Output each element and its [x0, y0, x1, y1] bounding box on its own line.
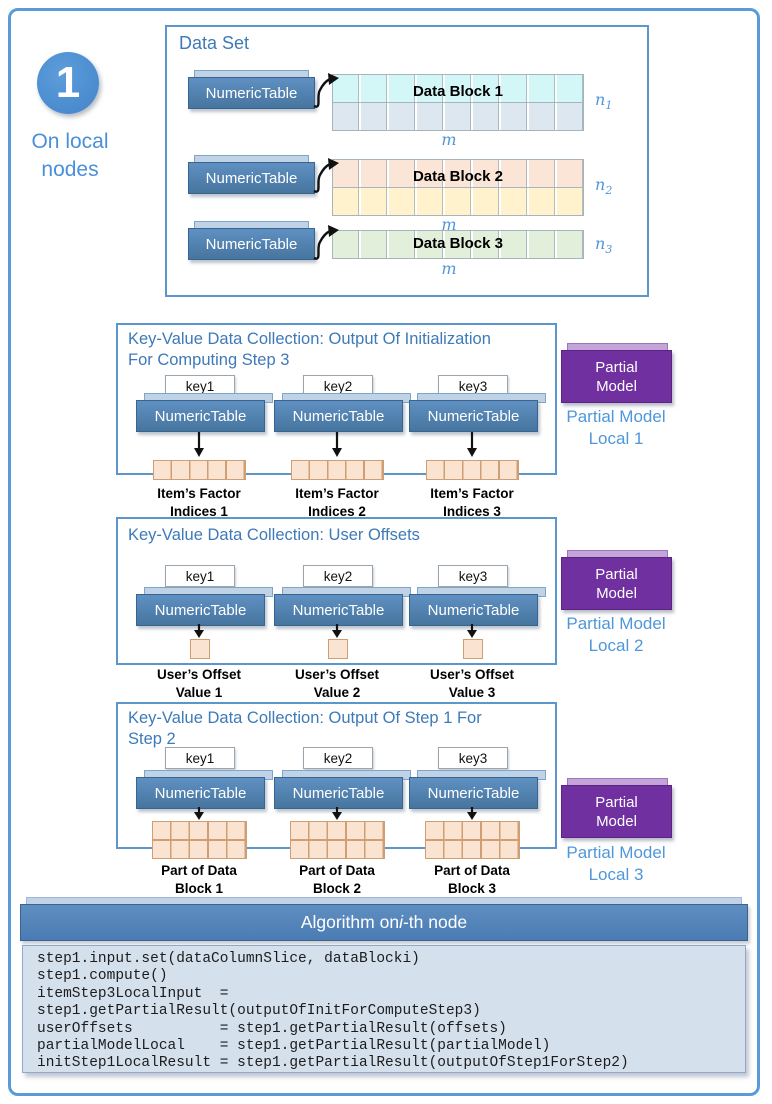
numeric-table-box: NumericTable	[409, 594, 538, 626]
code-line: initStep1LocalResult = step1.getPartialR…	[37, 1055, 629, 1072]
collection-title: Key-Value Data Collection: Output Of Ste…	[128, 709, 482, 727]
collection-box-init-step3: Key-Value Data Collection: Output Of Ini…	[116, 323, 557, 519]
down-arrow	[194, 807, 204, 820]
algorithm-header: Algorithm on i-th node	[20, 904, 748, 941]
down-arrow	[332, 432, 342, 457]
rows-count-label: n2	[595, 175, 613, 198]
key-box: key2	[303, 565, 373, 587]
partial-model-box: Partial Model	[561, 785, 672, 838]
value-grid	[152, 821, 247, 859]
numeric-table-box: NumericTable	[188, 77, 315, 109]
down-arrow	[332, 624, 342, 638]
data-block: Data Block 1	[332, 74, 584, 131]
down-arrow	[194, 432, 204, 457]
code-line: itemStep3LocalInput =	[37, 985, 229, 1002]
value-grid	[290, 821, 385, 859]
down-arrow	[194, 624, 204, 638]
step-number-badge: 1	[37, 52, 99, 114]
key-box: key1	[165, 565, 235, 587]
value-cell	[190, 639, 210, 659]
collection-title: Key-Value Data Collection: Output Of Ini…	[128, 330, 491, 348]
key-box: key2	[303, 747, 373, 769]
key-box: key3	[438, 375, 508, 397]
partial-model-box: Partial Model	[561, 350, 672, 403]
value-strip	[426, 460, 519, 480]
collection-title: Key-Value Data Collection: User Offsets	[128, 526, 420, 544]
key-box: key1	[165, 375, 235, 397]
key-box: key3	[438, 747, 508, 769]
numeric-table-box: NumericTable	[188, 228, 315, 260]
data-block-row	[332, 74, 584, 102]
value-grid	[425, 821, 520, 859]
numeric-table-box: NumericTable	[274, 400, 403, 432]
data-block: Data Block 3	[332, 230, 584, 259]
hook-arrow	[313, 158, 339, 193]
down-arrow	[332, 807, 342, 820]
rows-count-label: n3	[595, 234, 613, 257]
numeric-table-box: NumericTable	[188, 162, 315, 194]
cols-count-label: m	[441, 130, 457, 149]
data-block-row	[332, 187, 584, 216]
rows-count-label: n1	[595, 90, 613, 113]
data-block-row	[332, 159, 584, 187]
key-box: key1	[165, 747, 235, 769]
data-block: Data Block 2	[332, 159, 584, 216]
numeric-table-box: NumericTable	[136, 777, 265, 809]
value-strip	[153, 460, 246, 480]
numeric-table-box: NumericTable	[409, 777, 538, 809]
hook-arrow	[313, 225, 339, 260]
down-arrow	[467, 624, 477, 638]
down-arrow	[467, 807, 477, 820]
data-block-label: Data Block 2	[412, 168, 504, 185]
cols-count-label: m	[441, 259, 457, 278]
code-line: step1.compute()	[37, 968, 168, 985]
code-line: step1.input.set(dataColumnSlice, dataBlo…	[37, 951, 420, 967]
value-strip	[291, 460, 384, 480]
numeric-table-box: NumericTable	[409, 400, 538, 432]
step-number: 1	[55, 58, 81, 107]
data-set-title: Data Set	[179, 33, 250, 53]
partial-model-box: Partial Model	[561, 557, 672, 610]
data-block-row	[332, 102, 584, 131]
data-block-row	[332, 230, 584, 259]
code-line: partialModelLocal = step1.getPartialResu…	[37, 1038, 551, 1055]
down-arrow	[467, 432, 477, 457]
value-cell	[463, 639, 483, 659]
code-line: step1.getPartialResult(outputOfInitForCo…	[37, 1003, 481, 1020]
value-cell	[328, 639, 348, 659]
key-box: key3	[438, 565, 508, 587]
step-caption: On local nodes	[31, 130, 109, 181]
collection-box-step1-for-step2: Key-Value Data Collection: Output Of Ste…	[116, 702, 557, 896]
collection-box-user-offsets: Key-Value Data Collection: User Offsets …	[116, 517, 557, 700]
hook-arrow	[313, 73, 339, 108]
data-block-label: Data Block 3	[412, 235, 504, 252]
collection-title: Step 2	[128, 730, 176, 748]
data-set-box: Data Set NumericTable Data Block 1 n1 m …	[165, 25, 649, 297]
numeric-table-box: NumericTable	[136, 400, 265, 432]
numeric-table-box: NumericTable	[274, 594, 403, 626]
numeric-table-box: NumericTable	[274, 777, 403, 809]
numeric-table-box: NumericTable	[136, 594, 265, 626]
outer-frame	[8, 8, 760, 1096]
algorithm-code-block: step1.input.set(dataColumnSlice, dataBlo…	[22, 945, 746, 1073]
cols-count-label: m	[441, 215, 457, 234]
code-line: userOffsets = step1.getPartialResult(off…	[37, 1020, 507, 1037]
data-block-label: Data Block 1	[412, 83, 504, 100]
collection-title: For Computing Step 3	[128, 351, 290, 369]
